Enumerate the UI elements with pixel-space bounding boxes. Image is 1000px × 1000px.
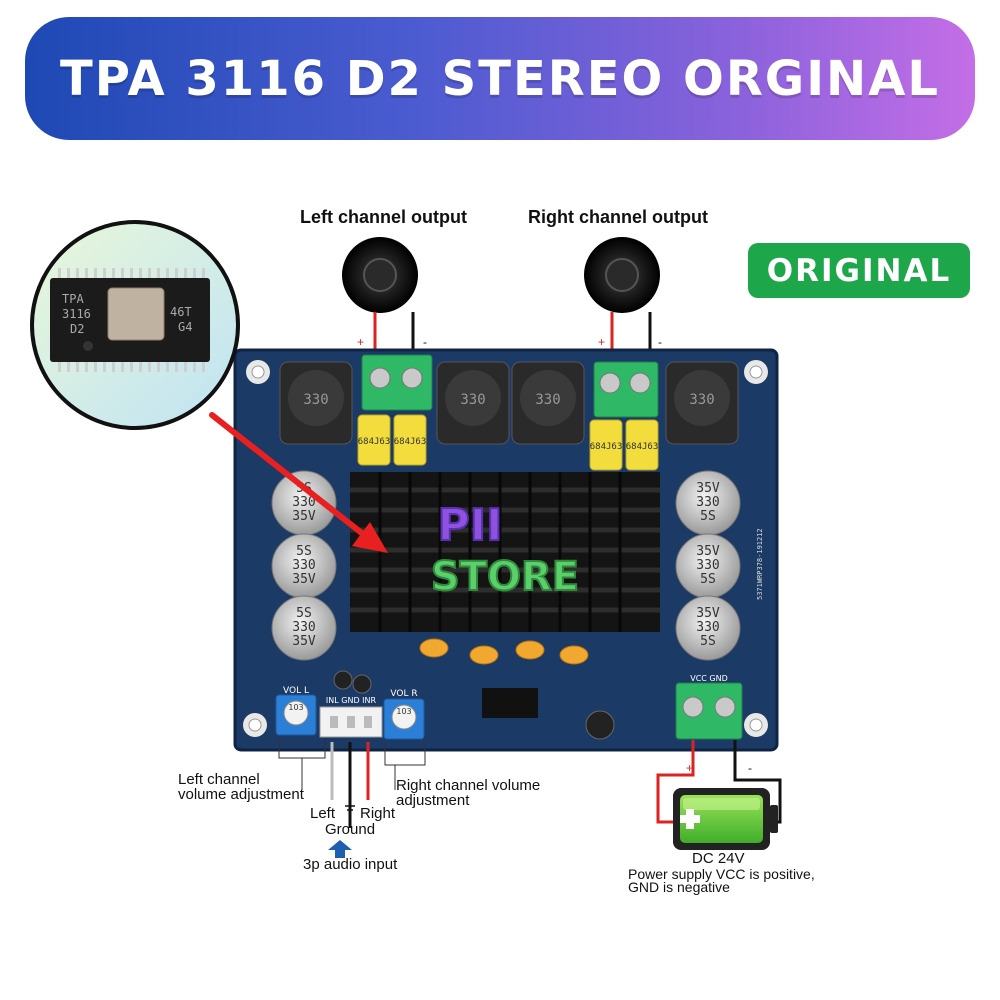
left-output-terminal [361,354,433,411]
annotation-line: Right channel volume [396,777,541,794]
battery-icon [673,788,778,850]
cap-text: 5S [700,509,716,524]
watermark-pii: PII [438,500,503,551]
cap-text: 330 [292,495,315,510]
cap-text: 5S [700,634,716,649]
dc-voltage-label: DC 24V [692,850,745,867]
chip-text: 46T [170,305,192,319]
plus-sign: + [357,335,364,349]
minus-sign: - [423,335,427,349]
capacitor-icon [333,670,353,690]
banner-title: TPA 3116 D2 STEREO ORGINAL [60,50,940,107]
annotation-line: adjustment [396,792,470,809]
plus-sign: + [598,335,605,349]
title-banner: TPA 3116 D2 STEREO ORGINAL [25,17,975,140]
ground-label: Ground [325,821,376,838]
board-serial: 5371WRP378-191212 [756,528,764,600]
vol-l-label: VOL L [283,686,309,696]
left-volume-pot [275,694,317,736]
cap-text: 35V [292,509,316,524]
cap-text: 330 [696,558,719,573]
capacitor-icon [585,710,615,740]
pot-label: 103 [288,703,303,712]
left-input-label: Left [310,805,336,822]
chip-text: 3116 [62,307,91,321]
cap-text: 5S [700,572,716,587]
electrolytic-capacitor-icon [271,470,741,661]
cap-text: 330 [696,495,719,510]
vcc-gnd-label: VCC GND [690,674,728,683]
right-input-label: Right [360,805,396,822]
right-output-terminal [593,361,659,418]
capacitor-label: 684J63 [590,442,623,452]
left-speaker-icon [342,237,418,313]
annotation-line: Left channel [178,771,260,788]
vol-r-label: VOL R [390,689,417,699]
cap-text: 35V [696,481,720,496]
chip-inset [30,220,240,430]
annotation-line: volume adjustment [178,786,304,803]
audio-input-label: 3p audio input [303,856,398,873]
plus-sign: + [686,761,693,775]
power-terminal [675,682,743,740]
capacitor-label: 684J63 [626,442,659,452]
capacitor-label: 684J63 [358,437,391,447]
right-speaker-icon [584,237,660,313]
cap-text: 5S [296,544,312,559]
input-pins-label: INL GND INR [326,696,377,705]
capacitor-label: 684J63 [394,437,427,447]
chip-text: G4 [178,320,192,334]
chip-text: D2 [70,322,84,336]
capacitor-icon [352,674,372,694]
watermark-store: STORE [431,554,579,600]
pointer-arrow-icon [209,412,388,553]
input-arrow-icon [328,840,352,858]
cap-text: 35V [696,544,720,559]
ic-chip-icon [482,688,538,718]
minus-sign: - [748,761,752,775]
pot-label: 103 [396,707,411,716]
heatsink [350,472,660,632]
film-capacitor-icon [357,414,659,471]
inductor-label: 330 [303,392,328,408]
cap-text: 5S [296,606,312,621]
cap-text: 330 [292,558,315,573]
amplifier-board: 330 330 330 330 684J63 684J63 684J63 684… [233,348,779,752]
right-volume-annotation: Right channel volume adjustment [396,778,540,808]
right-volume-pot [383,698,425,740]
cap-text: 35V [696,606,720,621]
cap-text: 35V [292,634,316,649]
chip-text: TPA [62,292,84,306]
left-output-label: Left channel output [300,207,467,227]
cap-text: 35V [292,572,316,587]
inductor-label: 330 [535,392,560,408]
power-annotation: Power supply VCC is positive, GND is neg… [628,866,815,895]
left-volume-annotation: Left channel volume adjustment [178,772,304,802]
original-badge: ORIGINAL [748,243,970,298]
audio-input-connector [319,706,383,738]
annotation-line: Power supply VCC is positive, [628,866,815,882]
right-output-label: Right channel output [528,207,708,227]
minus-sign: - [658,335,662,349]
inductor-label: 330 [689,392,714,408]
annotation-line: GND is negative [628,879,730,895]
cap-text: 330 [292,620,315,635]
inductor-label: 330 [460,392,485,408]
inductor-icon [279,361,739,445]
ceramic-capacitor-icon [419,638,589,665]
cap-text: 330 [696,620,719,635]
